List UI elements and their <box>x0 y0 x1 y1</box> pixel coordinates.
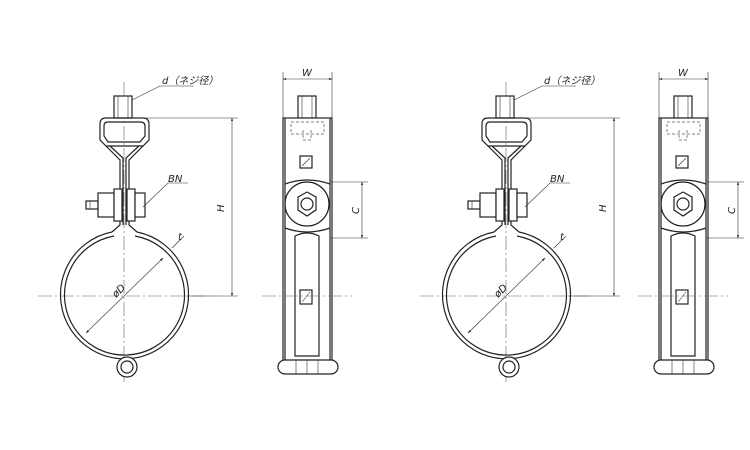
clearance-label-left: C <box>351 207 362 214</box>
height-label-left: H <box>216 204 227 212</box>
thread-diameter-label-right: d（ネジ径） <box>544 75 600 87</box>
clearance-label-right: C <box>727 207 738 214</box>
width-label-left: W <box>302 68 313 79</box>
thickness-label-left: t <box>178 232 183 243</box>
side-view-left <box>262 72 368 374</box>
diameter-label-right: øD <box>492 282 511 300</box>
thread-diameter-label-left: d（ネジ径） <box>162 75 218 87</box>
front-view-left <box>38 82 238 385</box>
front-view-right <box>420 82 620 385</box>
side-view-right <box>638 72 744 374</box>
nut-label-left: BN <box>168 174 183 185</box>
height-label-right: H <box>598 204 609 212</box>
diameter-label-left: øD <box>110 282 129 300</box>
thickness-label-right: t <box>560 232 565 243</box>
width-label-right: W <box>678 68 689 79</box>
nut-label-right: BN <box>550 174 565 185</box>
